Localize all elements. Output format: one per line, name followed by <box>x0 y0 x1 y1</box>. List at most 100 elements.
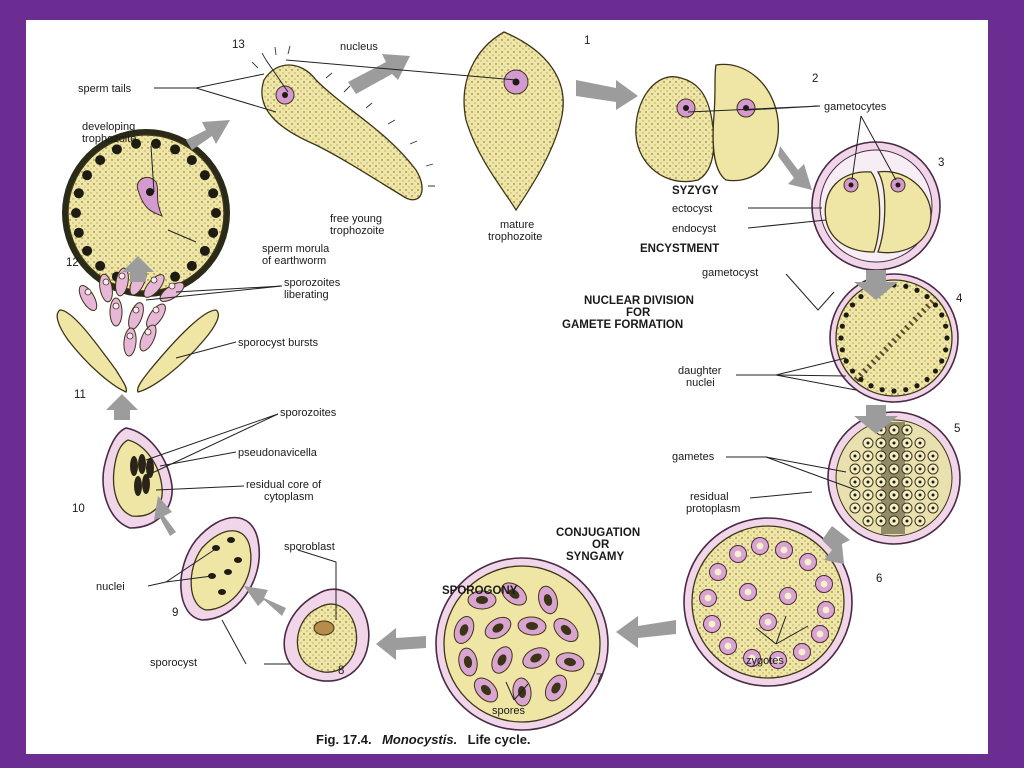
stage-8-sporocyst <box>283 588 370 682</box>
label-nuclear-division-1: NUCLEAR DIVISION <box>584 295 694 307</box>
gamete-nucleus <box>892 441 896 445</box>
label-conjugation-2: OR <box>592 539 610 551</box>
spore-core <box>492 623 504 633</box>
morula-bead <box>170 144 181 155</box>
label-gametocytes: gametocytes <box>824 101 887 113</box>
daughter-nucleus <box>849 302 856 308</box>
label-residual-proto-1: residual <box>690 491 729 503</box>
spore-core <box>560 625 572 635</box>
label-sporozoites: sporozoites <box>280 407 337 419</box>
caption-prefix: Fig. 17.4. <box>316 732 372 747</box>
stage-number-8: 8 <box>338 665 344 677</box>
labels: nucleus sperm tails developing trophozoi… <box>78 41 887 717</box>
label-syzygy: SYZYGY <box>672 185 719 197</box>
gamete-nucleus <box>866 506 870 510</box>
stage-number-10: 10 <box>72 503 85 515</box>
label-sperm-tails: sperm tails <box>78 83 132 95</box>
label-free-young-1: free young <box>330 213 382 225</box>
stage-13-free-young-trophozoite <box>251 45 435 201</box>
gamete-nucleus <box>892 467 896 471</box>
label-nuclei: nuclei <box>96 581 125 593</box>
daughter-nucleus <box>838 335 844 341</box>
stage-number-3: 3 <box>938 157 944 169</box>
gamete-nucleus <box>918 441 922 445</box>
gamete-nucleus <box>931 454 935 458</box>
zygote-core <box>748 654 756 662</box>
gamete-nucleus <box>931 467 935 471</box>
daughter-nucleus <box>924 293 930 300</box>
gamete-nucleus <box>905 441 909 445</box>
gamete-nucleus <box>879 467 883 471</box>
stage-9-sporoblast <box>180 516 261 621</box>
zygote-core <box>724 642 732 650</box>
spore-core <box>564 657 576 667</box>
label-zygotes: zygotes <box>746 655 784 667</box>
label-sporozoites-liberating-2: liberating <box>284 289 329 301</box>
gamete-nucleus <box>892 454 896 458</box>
gamete-nucleus <box>931 493 935 497</box>
zygote-core <box>774 656 782 664</box>
label-conjugation-1: CONJUGATION <box>556 527 640 539</box>
label-sporoblast: sporoblast <box>284 541 335 553</box>
gamete-nucleus <box>866 519 870 523</box>
morula-bead <box>73 188 84 199</box>
zygote-core <box>798 648 806 656</box>
gamete-nucleus <box>853 480 857 484</box>
daughter-nucleus <box>914 383 920 389</box>
sporozoite-head <box>126 332 134 340</box>
gamete-nucleus <box>918 467 922 471</box>
gamete-nucleus <box>879 493 883 497</box>
zygote-core <box>784 592 792 600</box>
morula-bead <box>95 155 106 166</box>
spore-core <box>526 621 538 631</box>
sporozoite-head <box>132 306 140 314</box>
label-sperm-morula-1: sperm morula <box>262 243 330 255</box>
daughter-nucleus <box>868 383 874 389</box>
stage-numbers: 1 2 3 4 5 6 7 8 9 10 11 12 13 <box>66 35 963 685</box>
daughter-nucleus <box>843 358 849 364</box>
stage-7-spores <box>435 557 609 731</box>
daughter-nucleus <box>891 388 897 394</box>
label-nuclear-division-2: FOR <box>626 307 651 319</box>
gamete-nucleus <box>918 519 922 523</box>
gamete-nucleus <box>892 480 896 484</box>
spore-core <box>551 682 561 694</box>
gamete-nucleus <box>892 519 896 523</box>
sporozoite-head <box>84 288 92 296</box>
caption-genus: Monocystis. <box>382 732 457 747</box>
daughter-nucleus <box>849 368 856 374</box>
stage-number-13: 13 <box>232 39 245 51</box>
morula-bead <box>82 170 93 181</box>
sporozoite-head <box>118 272 126 280</box>
zygote-core <box>756 542 764 550</box>
gamete-nucleus <box>918 480 922 484</box>
zygote-core <box>804 558 812 566</box>
label-sperm-morula-2: of earthworm <box>262 255 326 267</box>
sporozoite <box>139 324 157 352</box>
sporozoite-head <box>152 306 160 314</box>
label-sporocyst-bursts: sporocyst bursts <box>238 337 319 349</box>
daughter-nucleus <box>924 376 930 383</box>
zygote-core <box>714 568 722 576</box>
spore-core <box>543 594 553 606</box>
daughter-nucleus <box>914 287 920 293</box>
gamete-nucleus <box>866 493 870 497</box>
gamete-nucleus <box>931 480 935 484</box>
figure-caption: Fig. 17.4. Monocystis. Life cycle. <box>316 731 531 748</box>
label-conjugation-3: SYNGAMY <box>566 551 624 563</box>
gamete-nucleus <box>879 454 883 458</box>
zygote-core <box>734 550 742 558</box>
label-daughter-2: nuclei <box>686 377 715 389</box>
stage-number-4: 4 <box>956 293 963 305</box>
gamete-nucleus <box>879 519 883 523</box>
gamete-nucleus <box>905 454 909 458</box>
pointer-lines <box>145 59 897 701</box>
cycle-arrows <box>106 54 898 660</box>
spore-core <box>476 596 488 604</box>
label-sporozoites-liberating-1: sporozoites <box>284 277 341 289</box>
morula-bead <box>111 144 122 155</box>
morula-bead <box>71 208 81 218</box>
sporozoite <box>123 327 137 357</box>
stage-4-nuclear-division <box>829 273 959 403</box>
daughter-nucleus <box>858 376 864 383</box>
